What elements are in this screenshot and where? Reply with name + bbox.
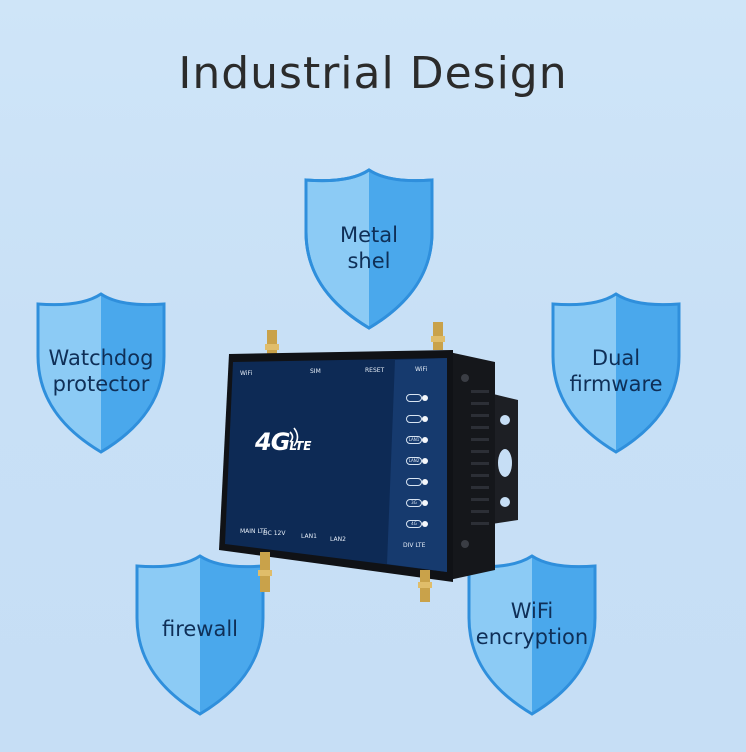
shield-label: Metal shel [302,222,436,274]
shield-wifi-encryption: WiFi encryption [465,552,599,718]
shield-label: Dual firmware [549,345,683,397]
led-lan1: LAN1 [406,436,428,444]
feature-line: firewall [161,617,239,641]
router-illustration [219,322,518,602]
feature-line: encryption [475,625,589,649]
antenna-top-left [265,330,279,356]
led-lan2: LAN2 [406,457,428,465]
feature-line: firmware [569,372,663,396]
led-indicator [422,416,428,422]
shield-label: WiFi encryption [465,598,599,650]
page-title: Industrial Design [178,48,568,99]
feature-line: Watchdog [48,346,154,370]
label-lan2: LAN2 [330,536,346,543]
router-device: 4GLTE WiFi SIM RESET WiFi MAIN LTE DC 12… [215,320,525,610]
feature-line: Dual [591,346,641,370]
label-div-lte: DIV LTE [403,542,426,549]
feature-line: protector [52,372,150,396]
led-signal [406,415,428,423]
feature-line: shel [347,249,391,273]
shield-icon [135,554,265,716]
antenna-top-right [431,322,445,350]
antenna-bottom-left [258,552,272,592]
shield-icon [551,292,681,454]
led-3g: 3G [406,499,428,507]
shield-watchdog: Watchdog protector [34,290,168,456]
shield-icon [36,292,166,454]
label-wifi-right: WiFi [415,366,428,373]
led-indicator [422,479,428,485]
led-4g: 4G [406,520,428,528]
shield-icon [304,168,434,330]
led-indicator [422,521,428,527]
label-main-lte: MAIN LTE [240,528,268,535]
shield-label: Watchdog protector [34,345,168,397]
led-indicator [422,437,428,443]
shield-dual-firmware: Dual firmware [549,290,683,456]
shield-firewall: firewall [133,552,267,718]
led-power [406,394,428,402]
label-lan1: LAN1 [301,533,317,540]
led-wifi [406,478,428,486]
led-indicator [422,458,428,464]
shield-metal-shell: Metal shel [302,166,436,332]
router-logo-sub: LTE [289,439,312,453]
label-wifi-left: WiFi [240,370,253,377]
led-indicator [422,395,428,401]
label-dc: DC 12V [263,530,286,537]
router-logo: 4GLTE [255,428,311,456]
antenna-bottom-right [418,570,432,602]
feature-line: WiFi [510,599,554,623]
router-logo-main: 4G [255,428,290,456]
signal-icon [289,427,299,447]
led-indicator [422,500,428,506]
feature-line: Metal [340,223,398,247]
label-reset: RESET [365,367,385,374]
label-sim: SIM [310,368,321,375]
shield-label: firewall [133,616,267,642]
